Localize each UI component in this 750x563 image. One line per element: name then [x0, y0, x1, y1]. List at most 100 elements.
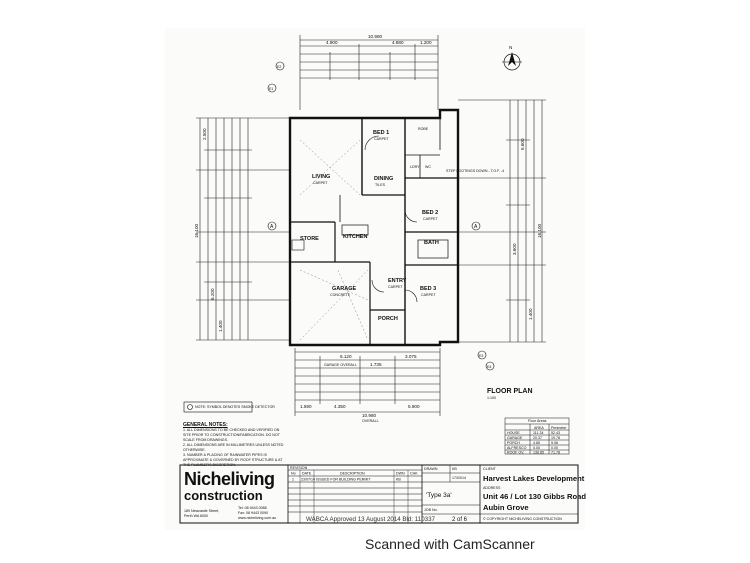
dim-left-c: 1.400	[218, 320, 223, 332]
area-cell: 71.78	[551, 451, 560, 455]
axis-e3: E3	[479, 354, 483, 358]
area-cell: 0.00	[533, 446, 540, 450]
floor-garage: CONCRETE	[330, 293, 351, 297]
company-name: Nicheliving	[184, 469, 275, 489]
client-name: Harvest Lakes Development	[483, 474, 585, 483]
dim-porch-b: 1.735	[370, 362, 382, 367]
floor-entry: CARPET	[388, 285, 403, 289]
dim-bottom-b: 4.350	[334, 404, 346, 409]
copyright: © COPYRIGHT NICHELIVING CONSTRUCTION	[483, 517, 562, 521]
dim-top-b: 4.880	[392, 40, 404, 45]
area-cell: 136.85	[533, 451, 544, 455]
floor-plan-scale: 1:100	[487, 396, 496, 400]
smoke-note: NOTE: SYMBOL DENOTES SMOKE DETECTOR	[195, 405, 275, 409]
north-arrow-icon	[502, 52, 522, 71]
axis-a-left: A	[270, 224, 274, 230]
job-label: JOB No.	[424, 508, 438, 512]
dim-top-overall: 10.980	[368, 34, 382, 39]
room-laundry: LDRY	[410, 165, 420, 169]
area-cell: GARAGE	[507, 436, 523, 440]
room-living: LIVING	[312, 174, 330, 180]
company-subname: construction	[184, 488, 263, 503]
room-dining: DINING	[374, 176, 393, 182]
drawn-date: 17/03/14	[452, 476, 466, 480]
address-line-2: Aubin Grove	[483, 503, 529, 512]
scanner-watermark: Scanned with CamScanner	[365, 536, 535, 552]
rev-col-date: DATE	[302, 472, 312, 476]
dim-right-overall: 16.100	[537, 224, 542, 238]
area-cell: ROOF OV.	[507, 451, 524, 455]
general-note-item: 1. ALL DIMENSIONS TO BE CHECKED AND VERI…	[183, 428, 280, 442]
dim-bottom-c: 5.900	[408, 404, 420, 409]
drawing-sheet	[165, 28, 585, 530]
revision-header: REVISION	[290, 466, 308, 470]
dim-left-overall: 16.100	[194, 224, 199, 238]
room-porch: PORCH	[378, 316, 398, 322]
north-label: N	[509, 45, 512, 50]
design-type: 'Type 3a'	[426, 492, 452, 499]
floor-living: CARPET	[313, 181, 328, 185]
address-label: ADDRESS	[483, 486, 501, 490]
company-address-2: Perth WA 6000	[184, 514, 208, 518]
floor-bed1: CARPET	[374, 137, 389, 141]
floor-dining: TILES	[375, 183, 386, 187]
area-table-rows: HOUSE 111.34 52.43 GARAGE 20.37 19.78 PO…	[507, 431, 560, 455]
room-bed3: BED 3	[420, 286, 436, 292]
smoke-detector-icon	[187, 404, 193, 410]
ceiling-hatch	[299, 139, 369, 341]
building-walls	[288, 108, 460, 347]
room-kitchen: KITCHEN	[343, 234, 367, 240]
room-bath: BATH	[424, 240, 439, 246]
rev-col-chk: CHK	[410, 472, 418, 476]
title-block-frame	[179, 464, 579, 524]
approval-stamp: WABCA Approved 13 August 2014 Bld: 11033…	[306, 516, 436, 523]
area-cell: 19.78	[551, 436, 560, 440]
area-cell: PORCH	[507, 441, 520, 445]
room-robe: ROBE	[418, 127, 429, 131]
axis-markers	[267, 61, 495, 371]
general-notes-title: GENERAL NOTES:	[183, 422, 228, 428]
room-store: STORE	[300, 236, 319, 242]
rev-row-no: 1	[292, 478, 294, 482]
area-table-title: Floor Areas	[528, 419, 547, 423]
client-label: CLIENT	[483, 467, 497, 471]
rev-col-desc: DESCRIPTION	[340, 472, 365, 476]
company-address-1: 189 Newcastle Street,	[184, 509, 219, 513]
rev-row-date: 23/07/14	[301, 478, 315, 482]
room-garage: GARAGE	[332, 286, 356, 292]
dim-right-a: 5.600	[520, 138, 525, 150]
area-cell: 20.37	[533, 436, 542, 440]
dim-bottom-a: 1.590	[300, 404, 312, 409]
room-entry: ENTRY	[388, 278, 407, 284]
area-table	[504, 417, 570, 455]
label-overall: OVERALL	[362, 419, 379, 423]
area-cell: 9.06	[551, 441, 558, 445]
floor-plan-title: FLOOR PLAN	[487, 388, 533, 395]
top-dimensions	[299, 35, 439, 110]
rev-col-dwn: DWN	[396, 472, 405, 476]
drawn-value: KB	[452, 467, 457, 471]
address-line-1: Unit 46 / Lot 130 Gibbs Road	[483, 492, 586, 501]
axis-a-right: A	[474, 224, 478, 230]
dim-garage-width: 6.120	[340, 354, 352, 359]
right-dimensions	[458, 99, 546, 343]
left-dimensions	[196, 117, 290, 341]
rev-col-no: No	[291, 472, 296, 476]
general-note-item: 3. NUMBER & PLACING OF RAINWATER PIPES I…	[183, 453, 283, 467]
drawn-label: DRAWN	[424, 467, 438, 471]
room-wc: WC	[425, 165, 431, 169]
dim-top-c: 1.200	[420, 40, 432, 45]
dim-bottom-overall: 10.980	[362, 413, 376, 418]
rev-row-desc: ISSUED FOR BUILDING PERMIT	[316, 478, 371, 482]
bottom-dimensions	[294, 348, 441, 416]
area-header-area: AREA	[534, 426, 544, 430]
company-fax: Fax: 08 9443 0090	[238, 511, 268, 515]
dim-left-a: 2.500	[202, 128, 207, 140]
axis-e2: E2	[277, 65, 281, 69]
general-notes: GENERAL NOTES: 1. ALL DIMENSIONS TO BE C…	[183, 423, 285, 468]
dim-porch-a: 3.075	[405, 354, 417, 359]
room-bed2: BED 2	[422, 210, 438, 216]
area-cell: 4.85	[533, 441, 540, 445]
axis-e4: E4	[487, 365, 491, 369]
